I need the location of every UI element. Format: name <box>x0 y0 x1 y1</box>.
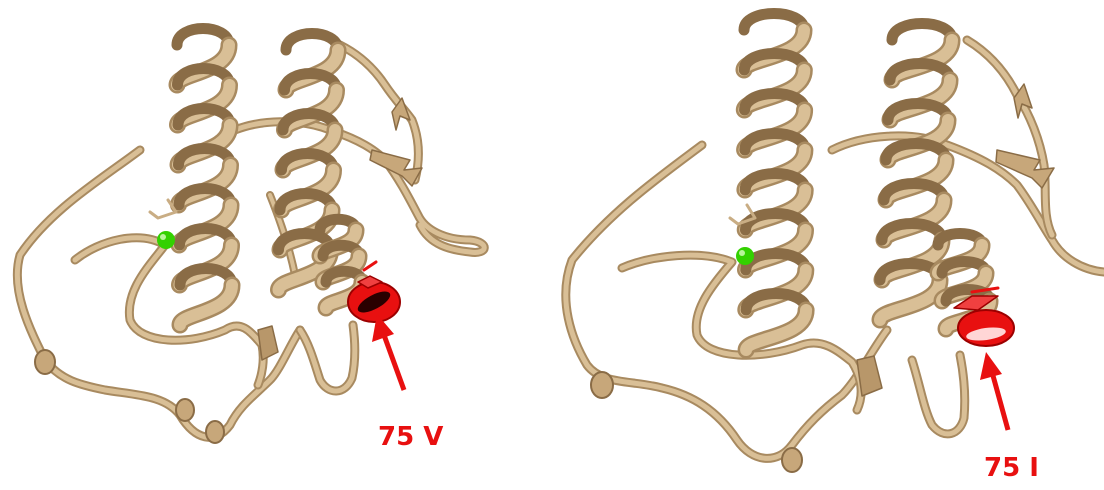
coil-loops-left <box>17 45 484 437</box>
helix-turn-back <box>892 24 952 41</box>
alpha-helix-right-1 <box>744 14 806 351</box>
ion-sphere-left <box>157 231 175 249</box>
protein-ribbon-render-left <box>0 0 552 490</box>
mutation-label-right: 75 I <box>984 455 1039 481</box>
mutation-label-left: 75 V <box>378 424 443 450</box>
ion-sphere-right <box>736 247 754 265</box>
alpha-helix-left-1 <box>177 29 232 326</box>
protein-structure-panel-left: 75 V <box>0 0 552 490</box>
protein-structure-panel-right: 75 I <box>552 0 1104 490</box>
mutation-pointer-arrow-left <box>372 314 404 390</box>
helix-turn-back <box>744 14 804 31</box>
protein-ribbon-render-right <box>552 0 1104 490</box>
mutation-pointer-arrow-right <box>980 352 1008 430</box>
